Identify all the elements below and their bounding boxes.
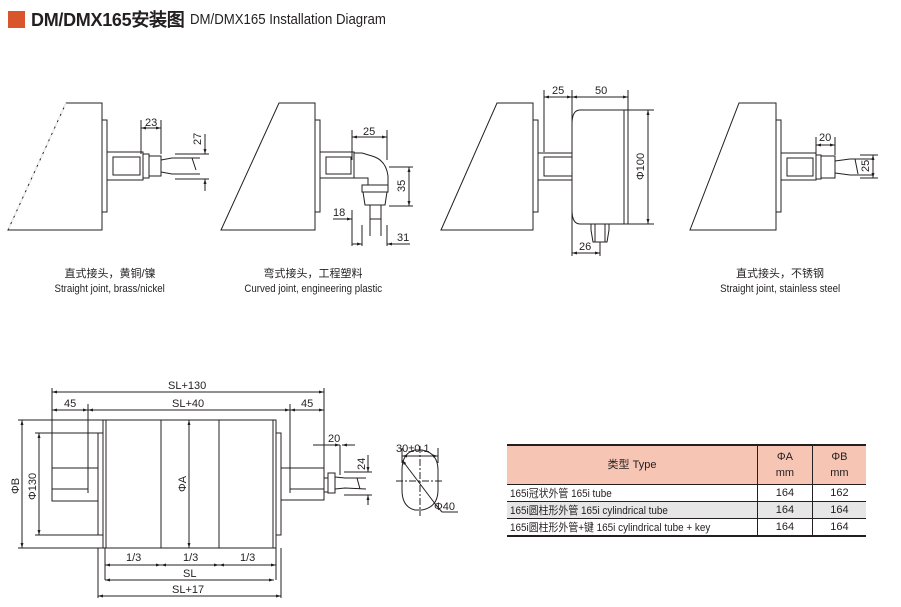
nut	[361, 184, 389, 193]
dim-text: 25	[552, 85, 564, 97]
view-straight-brass	[7, 102, 209, 231]
caption-en: Straight joint, stainless steel	[719, 283, 840, 295]
dim-text: ΦB	[10, 478, 22, 494]
shaft	[112, 156, 141, 176]
view-straight-stainless	[689, 102, 878, 231]
caption-cn: 直式接头，不锈钢	[736, 268, 824, 280]
cell-type: 165i圆柱形外管 165i cylindrical tube	[507, 501, 758, 519]
title-en: DM/DMX165 Installation Diagram	[190, 10, 387, 28]
page-title: DM/DMX165安装图 DM/DMX165 Installation Diag…	[8, 8, 413, 30]
dim-text: SL+17	[172, 584, 204, 596]
motor-body	[689, 102, 777, 231]
table-row: 165i圆柱形外管 165i cylindrical tube 164 164	[507, 501, 866, 519]
flange	[775, 119, 782, 213]
dim-text: 27	[192, 133, 204, 145]
dim-text: 18	[333, 207, 345, 219]
cell-phi-b: 162	[811, 484, 866, 502]
dim-text: 25	[363, 126, 375, 138]
dim-text: 20	[328, 433, 340, 445]
cell-phi-b: 164	[811, 518, 866, 536]
dim-text: Φ130	[27, 473, 39, 500]
dim-text: 45	[64, 398, 76, 410]
cable	[160, 157, 200, 175]
dim-text: 26	[579, 241, 591, 253]
caption-cn: 直式接头，黄铜/镍	[64, 268, 156, 280]
nut	[815, 154, 822, 180]
elbow	[353, 152, 389, 186]
cell-phi-a: 164	[757, 518, 813, 536]
title-cn: DM/DMX165安装图	[31, 10, 185, 30]
dim-text: 35	[396, 180, 408, 192]
shaft-housing	[106, 151, 144, 181]
caption-straight-brass: 直式接头，黄铜/镍 Straight joint, brass/nickel	[20, 267, 200, 297]
cell-type: 165i冠状外管 165i tube	[507, 484, 758, 502]
dim-text: ΦA	[177, 475, 189, 492]
cell-phi-b: 164	[811, 501, 866, 519]
table-row: 165i冠状外管 165i tube 164 162	[507, 484, 866, 502]
dim-text: 1/3	[240, 552, 255, 564]
nut	[142, 153, 150, 179]
dim-text: 50	[595, 85, 607, 97]
junction-box	[571, 109, 629, 225]
cell-phi-a: 164	[757, 484, 813, 502]
shaft	[786, 157, 814, 177]
dim-text: 20	[819, 132, 831, 144]
shaft	[543, 156, 573, 177]
cable	[834, 158, 873, 176]
dim-text: SL	[183, 568, 196, 580]
nut	[820, 155, 836, 179]
nut	[148, 155, 162, 177]
cell-type: 165i圆柱形外管+键 165i cylindrical tube + key	[507, 518, 758, 536]
dim-text: 23	[145, 117, 157, 129]
title-accent-square	[8, 10, 25, 28]
caption-straight-stainless: 直式接头，不锈钢 Straight joint, stainless steel	[690, 267, 870, 297]
dim-text: 25	[860, 160, 872, 172]
dim-text: Φ100	[635, 153, 647, 180]
dim-text: SL+40	[172, 398, 204, 410]
caption-en: Straight joint, brass/nickel	[54, 283, 166, 295]
shaft-section-view	[396, 446, 458, 516]
dim-text: Φ40	[434, 501, 455, 513]
cell-phi-a: 164	[757, 501, 813, 519]
view-curved-plastic	[220, 102, 413, 246]
motor-body	[7, 102, 103, 231]
gland	[590, 223, 610, 243]
nut-cap	[362, 191, 388, 206]
dim-text: 1/3	[126, 552, 141, 564]
motor-body	[220, 102, 316, 231]
dim-text: 1/3	[183, 552, 198, 564]
caption-en: Curved joint, engineering plastic	[244, 283, 382, 295]
motor-body	[440, 102, 534, 231]
caption-curved-plastic: 弯式接头，工程塑料 Curved joint, engineering plas…	[218, 267, 408, 297]
dim-text: 30±0.1	[396, 443, 430, 455]
dim-text: 24	[356, 458, 368, 470]
flange	[532, 119, 539, 213]
drum-motor-view	[18, 388, 372, 598]
caption-cn: 弯式接头，工程塑料	[263, 268, 363, 280]
flange	[101, 119, 108, 213]
shaft	[325, 156, 352, 175]
table-row: 165i圆柱形外管+键 165i cylindrical tube + key …	[507, 518, 866, 536]
flange	[314, 119, 321, 213]
dim-text: 31	[397, 232, 409, 244]
col-header-type: 类型 Type	[507, 445, 758, 485]
dim-text: SL+130	[168, 380, 206, 392]
view-junction-box	[440, 90, 654, 256]
dim-text: 45	[301, 398, 313, 410]
